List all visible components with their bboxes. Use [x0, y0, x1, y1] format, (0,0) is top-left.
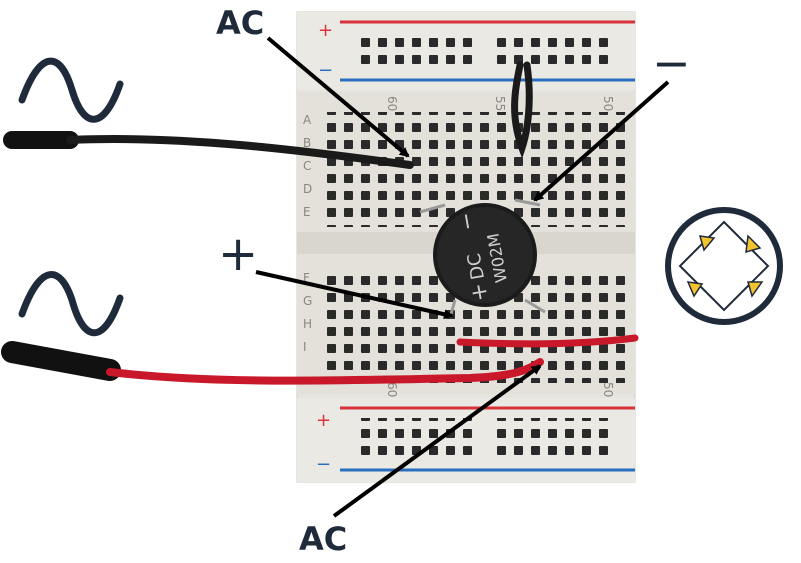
rail-minus-label: − — [316, 454, 331, 475]
column-number: 50 — [601, 382, 615, 397]
row-letter: I — [303, 340, 307, 354]
black-jumper-wire — [511, 61, 533, 159]
black-probe-lead — [3, 131, 414, 169]
breadboard: + − A B C D E 60 55 50 F — [296, 11, 636, 483]
sine-wave-icon — [18, 271, 124, 337]
rail-plus-label: + — [318, 20, 333, 41]
row-letter: E — [303, 205, 311, 219]
arrow-positive — [255, 270, 454, 320]
bridge-rectifier: + DC W02M − — [419, 198, 546, 319]
red-probe-lead — [1, 341, 544, 385]
column-number: 60 — [385, 382, 399, 397]
rail-plus-label: + — [316, 410, 331, 431]
column-number: 60 — [385, 96, 399, 111]
row-letter: G — [303, 294, 312, 308]
rectifier-marking-plus: + — [466, 281, 494, 303]
arrow-negative — [533, 80, 670, 202]
rail-minus-label: − — [318, 60, 333, 81]
row-letter: H — [303, 317, 312, 331]
red-jumper-wire — [456, 334, 639, 348]
ac-label-top: AC — [216, 4, 265, 42]
diode-bridge-icon — [665, 207, 783, 325]
rectifier-marking-dc: DC — [464, 252, 489, 282]
negative-label: − — [652, 36, 691, 90]
column-number: 55 — [493, 96, 507, 111]
bottom-power-rail: + − — [297, 398, 635, 482]
arrow-ac-top — [266, 36, 410, 158]
positive-label: + — [218, 226, 259, 282]
arrow-ac-bottom — [332, 364, 542, 518]
column-number: 50 — [601, 96, 615, 111]
row-letter: B — [303, 136, 311, 150]
top-power-rail: + − — [297, 12, 635, 90]
row-letter: C — [303, 159, 311, 173]
row-letter: A — [303, 113, 312, 127]
rectifier-marking-minus: − — [453, 210, 481, 232]
row-letter: F — [303, 271, 310, 285]
row-letter: D — [303, 182, 312, 196]
sine-wave-icon — [18, 57, 124, 123]
ac-label-bottom: AC — [299, 520, 348, 558]
